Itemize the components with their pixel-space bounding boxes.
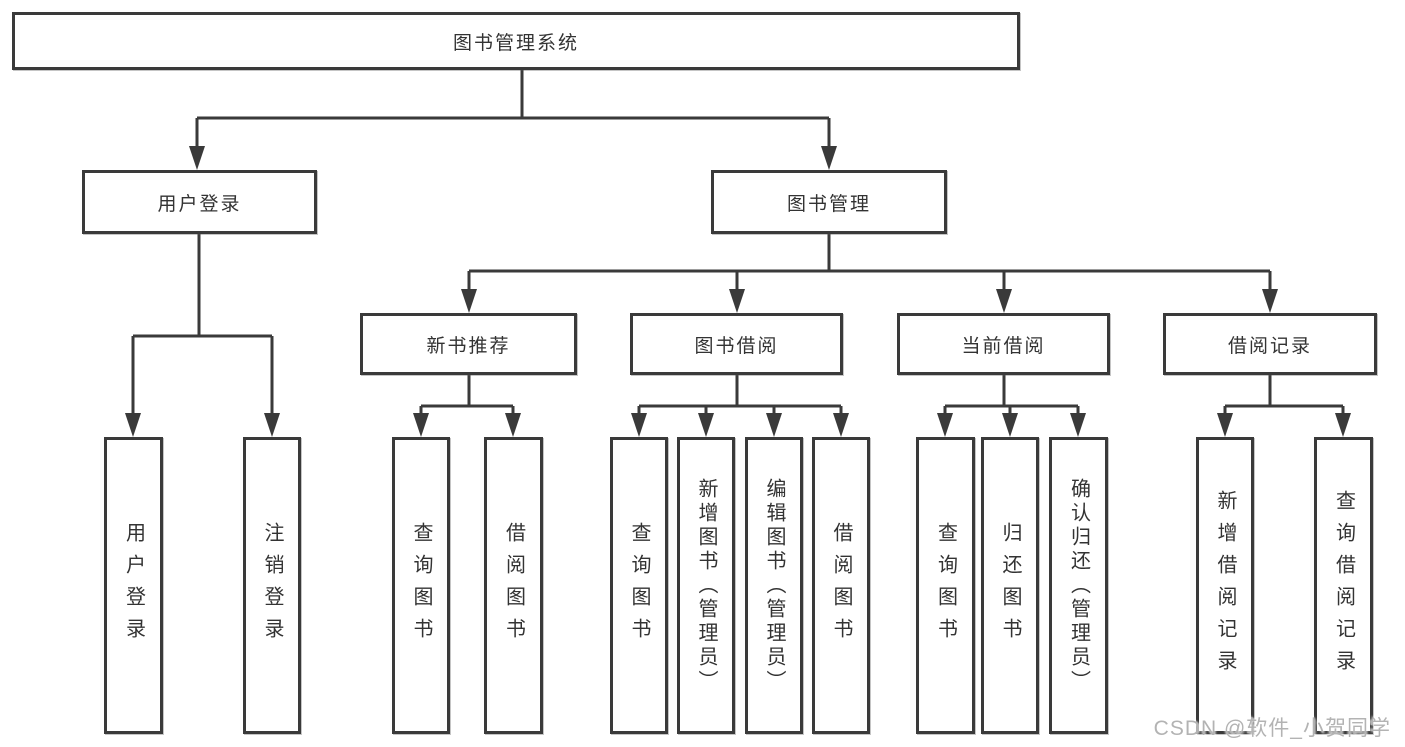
leaf-label: 注销登录 — [261, 521, 283, 650]
leaf-label: 查询图书 — [410, 521, 432, 650]
leaf-query-books-current: 查询图书 — [916, 437, 975, 734]
node-label: 图书管理 — [786, 193, 871, 215]
leaf-query-books-borrow: 查询图书 — [610, 437, 668, 734]
node-library-system: 图书管理系统 — [12, 12, 1020, 70]
leaf-borrow-books-recommend: 借阅图书 — [484, 437, 543, 734]
leaf-label: 新增借阅记录 — [1214, 489, 1236, 682]
leaf-query-borrow-record: 查询借阅记录 — [1314, 437, 1373, 734]
node-new-book-recommend: 新书推荐 — [360, 313, 577, 375]
leaf-confirm-return-admin: 确认归还（管理员） — [1049, 437, 1108, 734]
leaf-add-borrow-record: 新增借阅记录 — [1196, 437, 1254, 734]
leaf-borrow-books: 借阅图书 — [812, 437, 870, 734]
node-label: 当前借阅 — [961, 335, 1046, 357]
leaf-logout: 注销登录 — [243, 437, 301, 734]
leaf-label: 查询图书 — [628, 521, 650, 650]
node-book-borrow: 图书借阅 — [630, 313, 843, 375]
leaf-edit-book-admin: 编辑图书（管理员） — [745, 437, 803, 734]
node-book-management: 图书管理 — [711, 170, 947, 234]
leaf-label: 归还图书 — [999, 521, 1021, 650]
arrowheads — [125, 146, 1351, 437]
node-label: 用户登录 — [157, 193, 242, 215]
leaf-label: 确认归还（管理员） — [1067, 477, 1090, 694]
leaf-user-login: 用户登录 — [104, 437, 163, 734]
node-label: 图书借阅 — [694, 335, 779, 357]
leaf-return-book: 归还图书 — [981, 437, 1039, 734]
leaf-add-book-admin: 新增图书（管理员） — [677, 437, 735, 734]
leaf-label: 查询借阅记录 — [1332, 489, 1355, 682]
leaf-label: 编辑图书（管理员） — [763, 477, 785, 694]
node-label: 图书管理系统 — [452, 32, 579, 54]
node-borrow-records: 借阅记录 — [1163, 313, 1377, 375]
node-user-login: 用户登录 — [82, 170, 317, 234]
csdn-watermark: CSDN @软件_小贺同学 — [1153, 717, 1391, 740]
node-current-borrow: 当前借阅 — [897, 313, 1110, 375]
node-label: 借阅记录 — [1227, 335, 1312, 357]
leaf-label: 借阅图书 — [502, 521, 525, 650]
leaf-label: 查询图书 — [934, 521, 957, 650]
node-label: 新书推荐 — [426, 335, 511, 357]
leaf-query-books-recommend: 查询图书 — [392, 437, 450, 734]
leaf-label: 借阅图书 — [830, 521, 852, 650]
leaf-label: 用户登录 — [122, 521, 145, 650]
leaf-label: 新增图书（管理员） — [695, 477, 717, 694]
